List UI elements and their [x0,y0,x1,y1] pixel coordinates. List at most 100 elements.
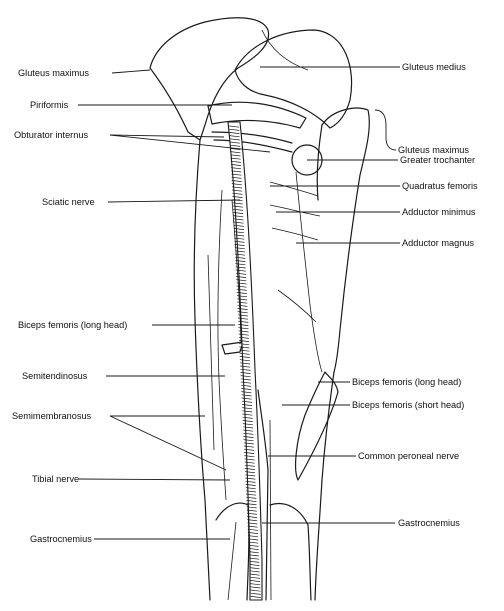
gluteus-maximus-shape [149,17,270,141]
hatch-line [249,576,261,579]
hatch-line [250,589,261,592]
hatch-line [250,596,261,598]
hatch-line [244,448,255,451]
hatch-line [235,269,246,272]
hatch-line [244,468,255,470]
hatch-line [231,186,243,189]
sciatic-nerve-band [227,121,263,601]
hatch-line [238,320,249,323]
hatch-line [246,512,258,515]
hatch-line [246,496,257,499]
hatch-line [234,234,245,237]
hatch-line [244,452,255,454]
hatch-line [233,215,244,218]
hatch-line [232,205,243,208]
biceps-femoris-lateral-shape [294,371,339,481]
hatch-line [245,477,256,480]
label-gastrocnemius-left: Gastrocnemius [30,534,92,544]
hatch-line [229,128,240,131]
hatch-line [241,397,252,400]
hatch-line [244,458,255,461]
label-biceps-femoris-long-right: Biceps femoris (long head) [352,377,461,387]
hatch-line [247,516,258,518]
hatch-line [243,429,254,432]
hatch-line [236,279,247,282]
hatch-line [236,285,247,288]
hatch-line [241,400,252,403]
hatch-line [249,573,260,576]
hatch-line [242,420,253,422]
hatch-line [248,548,259,550]
hatch-line [248,544,259,547]
label-adductor-minimus: Adductor minimus [402,207,476,217]
hatch-line [237,317,249,320]
hatch-line [243,445,254,448]
hatch-line [244,455,255,458]
hatch-line [231,183,242,186]
hatch-line [250,592,261,595]
thigh-illustration [149,17,370,601]
hatch-line [246,509,257,512]
hatch-line [241,388,252,390]
hatch-line [248,541,259,544]
hatch-line [245,471,256,474]
hatch-line [234,244,245,246]
hatch-line [241,394,252,397]
hatch-line [240,378,251,381]
hatch-line [242,413,253,416]
hatch-line [247,525,258,528]
label-biceps-femoris-short: Biceps femoris (short head) [352,400,464,410]
hatch-line [245,474,256,477]
hatch-line [235,266,246,269]
hatch-line [232,196,243,198]
hatch-line [232,192,243,195]
label-semitendinosus: Semitendinosus [22,371,88,381]
label-greater-trochanter: Greater trochanter [400,155,475,165]
label-sciatic-nerve: Sciatic nerve [42,197,95,207]
hatch-line [247,519,258,522]
label-gluteus-maximus-right: Gluteus maximus [398,145,469,155]
hatch-line [235,253,246,256]
hatch-line [241,404,253,406]
hatch-line [234,247,245,250]
hatch-line [243,442,254,445]
hatch-line [234,240,245,243]
hatch-line [238,330,249,333]
hatch-line [230,160,241,163]
leader-lines [77,66,400,540]
hatch-line [239,359,250,362]
hatch-line [245,487,256,490]
hatch-line [239,352,250,355]
hatch-line [249,557,260,560]
medial-thigh-contour [193,139,211,601]
hatch-line [242,410,253,413]
hatch-line [238,336,249,339]
hatch-line [237,304,248,307]
hatch-line [240,365,251,368]
hatch-line [230,157,241,160]
hatch-line [246,493,257,496]
label-quadratus-femoris: Quadratus femoris [402,181,478,191]
hatch-line [247,532,258,534]
hatch-line [243,439,254,442]
hatch-line [246,506,257,509]
hatch-line [229,125,240,128]
hatch-line [233,212,244,214]
hatch-line [238,324,249,326]
label-common-peroneal-nerve: Common peroneal nerve [358,451,459,461]
hatch-line [230,148,241,150]
left-labels: Gluteus maximus Piriformis Obturator int… [12,68,127,544]
label-semimembranosus: Semimembranosus [12,411,92,421]
label-adductor-magnus: Adductor magnus [402,238,474,248]
hatch-line [240,368,251,371]
hatch-line [235,260,246,262]
hatch-line [235,256,246,259]
hatch-line [239,343,250,346]
hatch-line [243,436,254,438]
hatch-line [245,490,257,493]
hatch-line [233,221,244,224]
hatch-line [233,228,244,230]
hatch-line [238,333,249,336]
hatch-line [233,224,244,227]
piriformis-shape [207,101,307,129]
